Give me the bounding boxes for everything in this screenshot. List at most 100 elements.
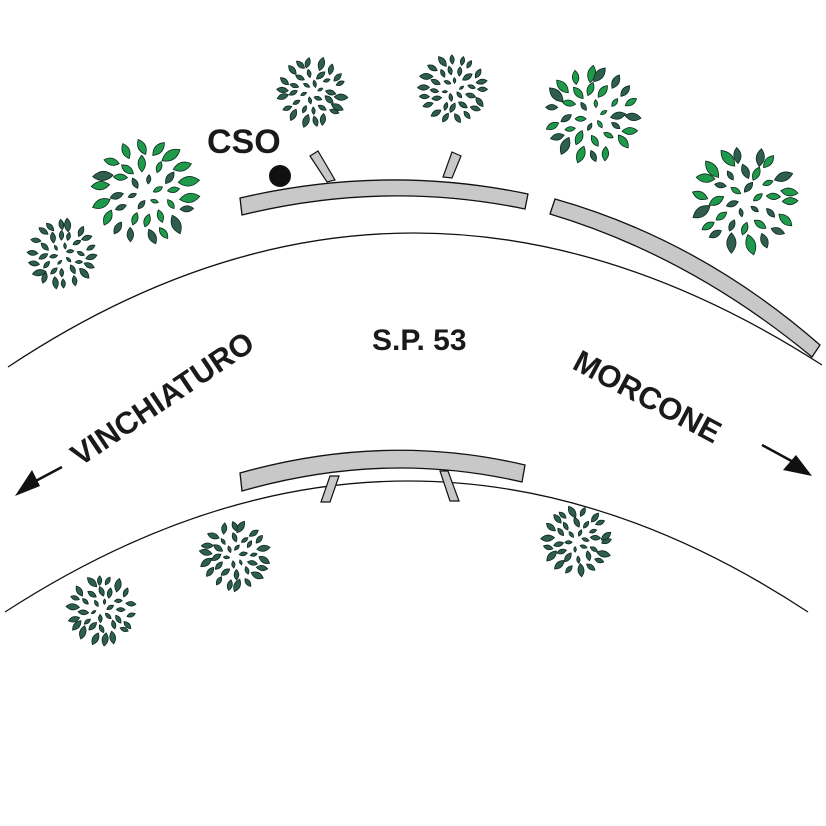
shrub-leaf <box>103 157 120 166</box>
shrub-leaf <box>333 73 342 82</box>
shrub-leaf <box>200 542 214 549</box>
shrub-leaf <box>63 242 67 250</box>
shrub-leaf <box>596 550 611 558</box>
shrub-leaf <box>691 190 709 201</box>
shrub-leaf <box>466 60 472 69</box>
shrub-leaf <box>475 78 488 85</box>
shrub-leaf <box>753 219 767 229</box>
shrub-leaf <box>156 209 164 223</box>
shrub-leaf <box>335 80 345 87</box>
shrub-leaf <box>577 529 583 537</box>
shrub-leaf <box>106 587 113 599</box>
shrub-leaf <box>597 119 603 129</box>
shrub-leaf <box>137 139 147 155</box>
shrub-leaf <box>159 227 169 239</box>
shrub-leaf <box>231 532 238 543</box>
shrub-leaf <box>198 548 213 556</box>
shrub-leaf <box>304 57 311 69</box>
shrub-leaf <box>52 276 59 290</box>
shrub-leaf <box>238 551 248 557</box>
shrub-leaf <box>119 626 129 632</box>
shrub-leaf <box>591 512 599 523</box>
shrub-leaf <box>26 250 39 256</box>
shrub-leaf <box>27 260 41 267</box>
shrub-leaf <box>77 225 85 238</box>
shrub-leaf <box>325 89 337 96</box>
shrub-leaf <box>695 173 716 183</box>
shrub-leaf <box>311 106 316 116</box>
shrub-leaf <box>456 91 463 99</box>
shrub-leaf <box>126 612 136 618</box>
shrub-leaf <box>248 529 259 537</box>
shrub-leaf <box>452 77 457 84</box>
shrub-leaf <box>460 56 465 66</box>
shrub-leaf <box>121 143 131 160</box>
shrub-leaf <box>454 113 461 124</box>
shrub-leaf <box>430 78 441 86</box>
shrub-leaf <box>463 110 471 120</box>
shrub-leaf <box>131 177 139 189</box>
shrub-leaf <box>255 565 269 571</box>
shrub-leaf <box>587 122 593 131</box>
shrub-leaf <box>738 207 744 218</box>
shrub-leaf <box>38 253 49 260</box>
shrub-leaf <box>43 260 50 269</box>
shrub-leaf <box>106 604 115 611</box>
shrub-leaf <box>239 559 243 566</box>
shrub-leaf <box>773 171 794 182</box>
shrub-leaf <box>431 95 443 101</box>
shrub-leaf <box>725 200 739 208</box>
station-label: CSO <box>207 123 281 161</box>
shrub-leaf <box>701 221 715 231</box>
shrub-leaf <box>150 198 159 204</box>
shrub-leaf <box>422 101 434 108</box>
shrub-leaf <box>179 205 195 213</box>
shrub-leaf <box>545 522 556 532</box>
shrub-leaf <box>597 85 608 98</box>
shrub-icon <box>276 56 349 128</box>
shrub-leaf <box>306 68 312 79</box>
shrub-leaf <box>77 609 90 616</box>
shrub-leaf <box>102 598 107 605</box>
shrub-leaf <box>98 624 105 634</box>
shrub-leaf <box>549 87 564 103</box>
shrub-leaf <box>553 541 565 548</box>
shrub-leaf <box>127 192 138 199</box>
shrub-icon <box>65 575 137 647</box>
shrub-leaf <box>92 170 114 181</box>
shrub-leaf <box>213 544 224 552</box>
shrub-leaf <box>177 176 201 187</box>
shrub-leaf <box>593 99 598 109</box>
direction-east: MORCONE <box>568 343 812 476</box>
shrub-leaf <box>770 227 786 235</box>
shrub-leaf <box>295 74 305 81</box>
shrub-leaf <box>741 163 750 180</box>
shrub-leaf <box>585 550 592 562</box>
shrub-leaf <box>577 563 585 578</box>
shrub-leaf <box>76 250 85 257</box>
shrub-leaf <box>65 603 81 611</box>
shrub-leaf <box>80 234 93 241</box>
shrub-leaf <box>705 160 720 178</box>
shrub-leaf <box>574 130 584 146</box>
shrub-leaf <box>240 537 249 543</box>
shrub-leaf <box>152 186 164 193</box>
road-label: S.P. 53 <box>372 324 467 357</box>
shrub-leaf <box>111 619 117 630</box>
shrub-leaf <box>312 115 319 127</box>
shrub-leaf <box>330 103 344 111</box>
shrub-icon <box>691 146 799 256</box>
shrub-leaf <box>624 112 642 122</box>
shrub-leaf <box>126 226 134 243</box>
shrub-leaf <box>113 221 123 235</box>
shrub-leaf <box>579 507 586 517</box>
guardrail-post <box>309 150 336 183</box>
shrub-leaf <box>714 182 727 189</box>
shrub-leaf <box>573 86 584 99</box>
shrub-leaf <box>90 610 97 615</box>
shrub-leaf <box>114 204 127 211</box>
shrub-group <box>26 54 799 647</box>
shrub-leaf <box>79 625 87 640</box>
shrub-leaf <box>778 213 793 227</box>
shrub-leaf <box>147 228 157 245</box>
